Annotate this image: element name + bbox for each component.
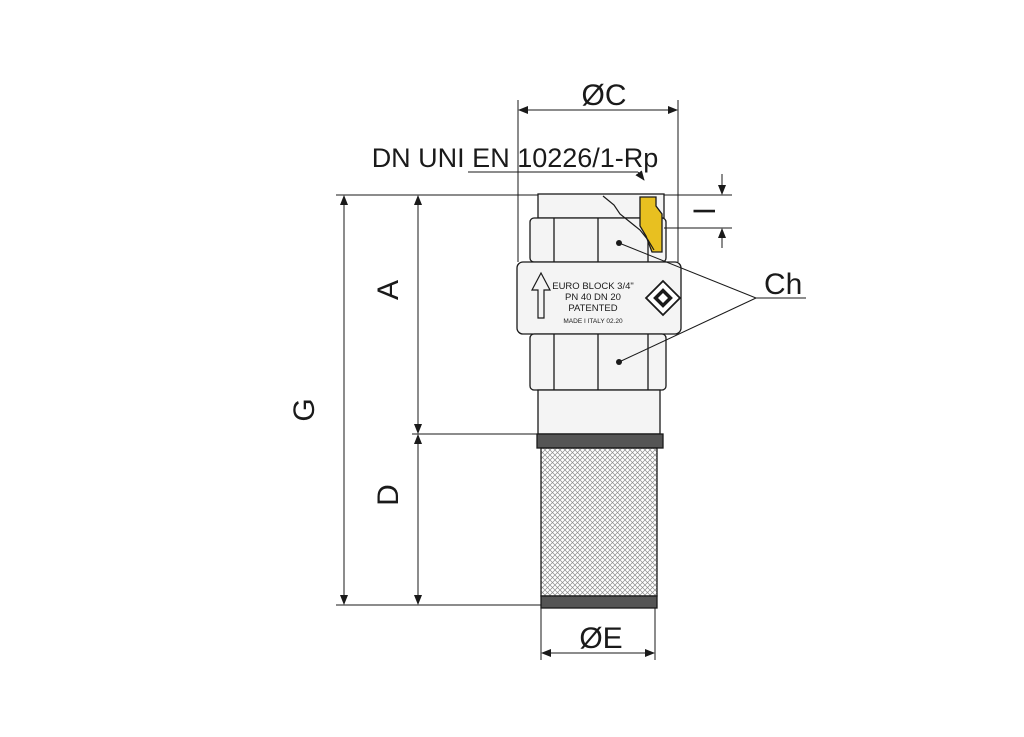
upper-ring [536,433,664,449]
engraving-line-2: PN 40 DN 20 [565,292,621,303]
brand-logo-icon [644,279,682,317]
standard-leader-tip [635,170,645,181]
bottom-ring [540,595,658,609]
oe-label: ØE [579,622,622,655]
strainer-mesh [540,447,658,597]
oc-label: ØC [582,79,627,112]
ch-leader-bottom [618,297,757,363]
a-label: A [372,280,405,300]
ch-label: Ch [764,268,802,301]
d-label: D [372,484,405,506]
engraving-line-4: MADE I ITALY 02.20 [563,318,623,325]
engraving-line-3: PATENTED [568,303,617,314]
break-line [602,195,655,251]
engraving-line-1: EURO BLOCK 3/4" [552,281,634,292]
ch-leader-top [618,242,757,299]
flow-arrow-icon [531,271,551,319]
lower-neck [537,389,661,435]
thread-section [639,196,663,253]
standard-label: DN UNI EN 10226/1-Rp [372,143,659,173]
l-label: l [689,208,722,215]
valve-body [516,193,682,609]
g-label: G [288,398,321,421]
